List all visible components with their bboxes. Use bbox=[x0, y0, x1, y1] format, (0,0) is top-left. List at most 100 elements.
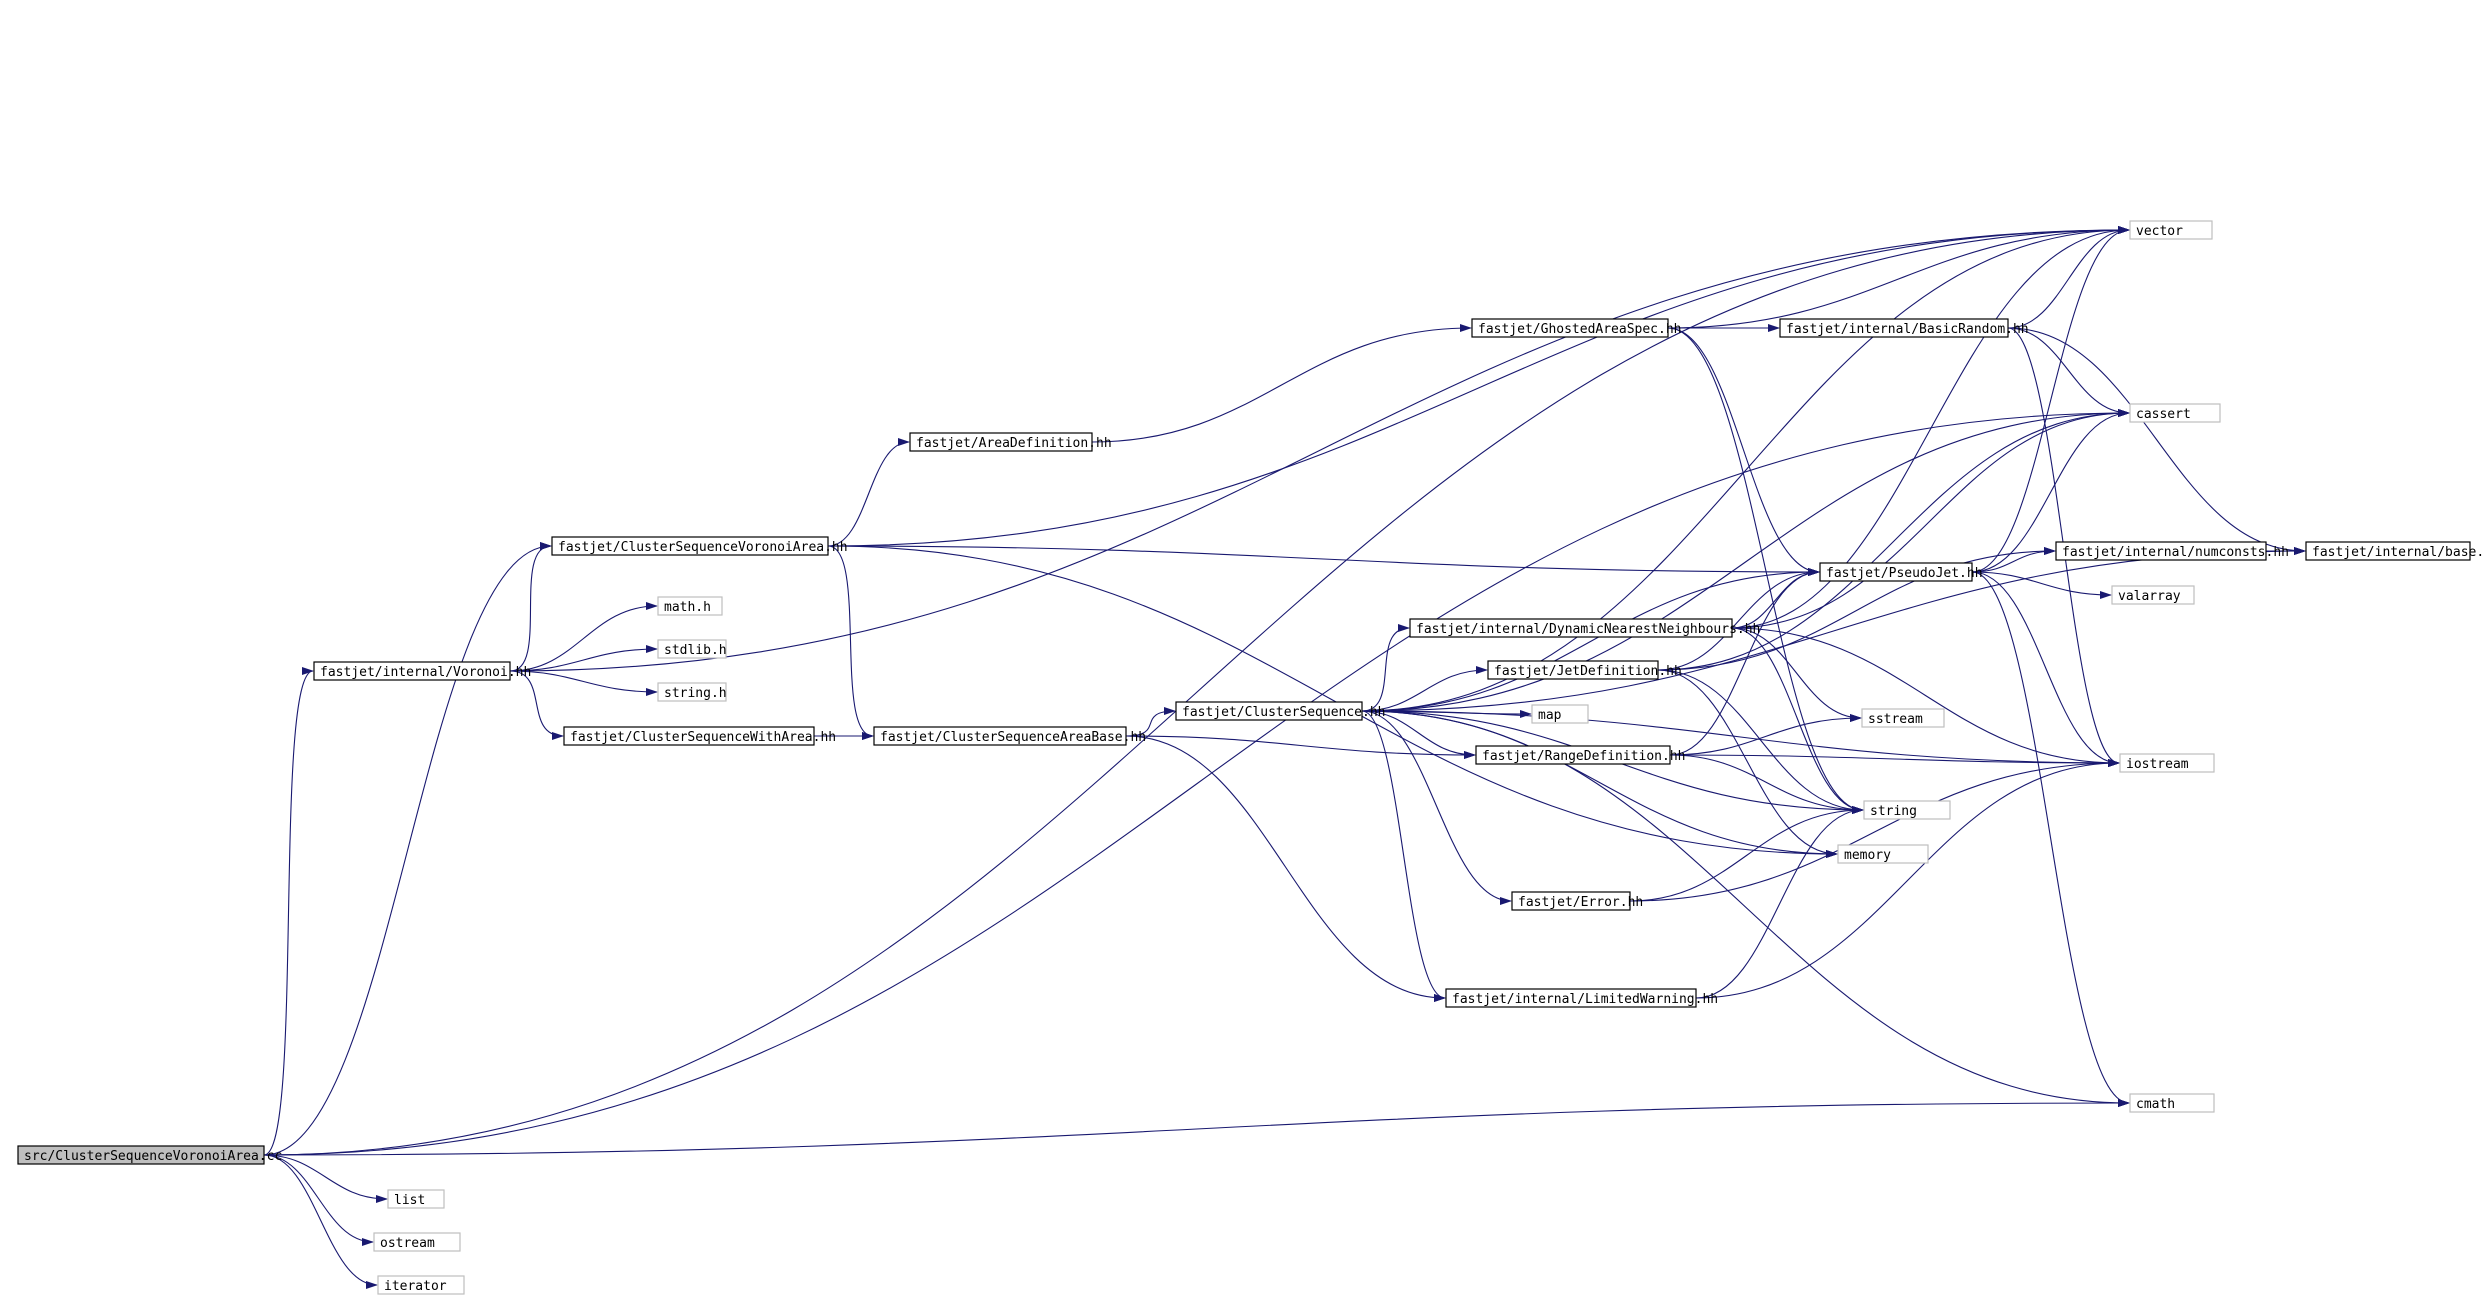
node-basicrandom[interactable]: fastjet/internal/BasicRandom.hh bbox=[1779, 318, 2029, 338]
node-root[interactable]: src/ClusterSequenceVoronoiArea.cc bbox=[17, 1145, 282, 1165]
nodes-layer: src/ClusterSequenceVoronoiArea.cc fastjet… bbox=[17, 220, 2484, 1295]
node-label-jetdef: fastjet/JetDefinition.hh bbox=[1494, 664, 1682, 679]
node-ghosted[interactable]: fastjet/GhostedAreaSpec.hh bbox=[1471, 318, 1682, 338]
edge-voronoi-to-stdlibh bbox=[509, 645, 658, 672]
node-box-sstream bbox=[1861, 708, 1945, 728]
node-error[interactable]: fastjet/Error.hh bbox=[1511, 891, 1643, 911]
node-valarray: valarray bbox=[2111, 585, 2195, 605]
node-box-basicrandom bbox=[1779, 318, 2009, 338]
node-label-list: list bbox=[394, 1193, 425, 1208]
node-cswa[interactable]: fastjet/ClusterSequenceWithArea.hh bbox=[563, 726, 836, 746]
node-label-cmath: cmath bbox=[2136, 1097, 2175, 1112]
node-label-cassert: cassert bbox=[2136, 407, 2191, 422]
edge-cs-to-jetdef bbox=[1361, 666, 1488, 712]
node-box-stringh bbox=[657, 682, 727, 702]
node-box-rangedef bbox=[1475, 745, 1671, 765]
edge-pseudojet-to-iostream bbox=[1971, 571, 2120, 767]
node-rangedef[interactable]: fastjet/RangeDefinition.hh bbox=[1475, 745, 1686, 765]
node-csab[interactable]: fastjet/ClusterSequenceAreaBase.hh bbox=[873, 726, 1146, 746]
edge-jetdef-to-string bbox=[1657, 669, 1864, 814]
edge-root-to-list bbox=[263, 1154, 388, 1203]
edge-areadef-to-ghosted bbox=[1091, 324, 1472, 443]
edge-csva-to-pseudojet bbox=[827, 545, 1820, 576]
edge-pseudojet-to-vector bbox=[1971, 226, 2130, 573]
edge-rangedef-to-iostream bbox=[1669, 754, 2120, 767]
node-label-csva: fastjet/ClusterSequenceVoronoiArea.hh bbox=[558, 540, 848, 555]
node-label-rangedef: fastjet/RangeDefinition.hh bbox=[1482, 749, 1686, 764]
node-label-cs: fastjet/ClusterSequence.hh bbox=[1182, 705, 1386, 720]
node-dnn[interactable]: fastjet/internal/DynamicNearestNeighbour… bbox=[1409, 618, 1760, 638]
node-label-basicrandom: fastjet/internal/BasicRandom.hh bbox=[1786, 322, 2029, 337]
node-jetdef[interactable]: fastjet/JetDefinition.hh bbox=[1487, 660, 1682, 680]
edge-dnn-to-vector bbox=[1731, 226, 2130, 629]
node-csva[interactable]: fastjet/ClusterSequenceVoronoiArea.hh bbox=[551, 536, 848, 556]
node-box-base bbox=[2305, 541, 2471, 561]
node-label-sstream: sstream bbox=[1868, 712, 1923, 727]
node-label-pseudojet: fastjet/PseudoJet.hh bbox=[1826, 566, 1983, 581]
node-voronoi[interactable]: fastjet/internal/Voronoi.hh bbox=[313, 661, 531, 681]
edge-error-to-iostream bbox=[1629, 759, 2120, 902]
edge-csab-to-rangedef bbox=[1125, 735, 1476, 759]
node-box-iterator bbox=[377, 1275, 465, 1295]
node-cassert: cassert bbox=[2129, 403, 2221, 423]
node-label-vector: vector bbox=[2136, 224, 2183, 239]
edge-rangedef-to-pseudojet bbox=[1669, 568, 1820, 756]
node-label-dnn: fastjet/internal/DynamicNearestNeighbour… bbox=[1416, 622, 1760, 637]
edge-root-to-voronoi bbox=[263, 667, 314, 1156]
edge-pseudojet-to-cmath bbox=[1971, 571, 2130, 1107]
node-label-voronoi: fastjet/internal/Voronoi.hh bbox=[320, 665, 531, 680]
edge-csva-to-areadef bbox=[827, 438, 910, 547]
node-box-cmath bbox=[2129, 1093, 2215, 1113]
edge-jetdef-to-numconsts bbox=[1657, 547, 2056, 671]
node-label-stdlibh: stdlib.h bbox=[664, 643, 727, 658]
node-numconsts[interactable]: fastjet/internal/numconsts.hh bbox=[2055, 541, 2289, 561]
node-label-mathh: math.h bbox=[664, 600, 711, 615]
edge-root-to-vector bbox=[263, 226, 2130, 1156]
node-stdlibh: stdlib.h bbox=[657, 639, 727, 659]
node-box-numconsts bbox=[2055, 541, 2267, 561]
edge-limitedwarning-to-string bbox=[1695, 806, 1864, 999]
edge-csva-to-csab bbox=[827, 545, 874, 740]
node-iostream: iostream bbox=[2119, 753, 2215, 773]
edge-root-to-csva bbox=[263, 542, 552, 1156]
node-cs[interactable]: fastjet/ClusterSequence.hh bbox=[1175, 701, 1386, 721]
node-string: string bbox=[1863, 800, 1951, 820]
node-pseudojet[interactable]: fastjet/PseudoJet.hh bbox=[1819, 562, 1983, 582]
edge-cs-to-limitedwarning bbox=[1361, 710, 1446, 1002]
node-iterator: iterator bbox=[377, 1275, 465, 1295]
node-box-error bbox=[1511, 891, 1631, 911]
node-label-limitedwarning: fastjet/internal/LimitedWarning.hh bbox=[1452, 992, 1718, 1007]
node-box-valarray bbox=[2111, 585, 2195, 605]
edge-jetdef-to-pseudojet bbox=[1657, 568, 1820, 671]
node-box-voronoi bbox=[313, 661, 511, 681]
edge-dnn-to-string bbox=[1731, 627, 1864, 814]
node-box-cswa bbox=[563, 726, 815, 746]
edge-cs-to-rangedef bbox=[1361, 710, 1476, 759]
node-box-csva bbox=[551, 536, 829, 556]
node-box-root bbox=[17, 1145, 265, 1165]
node-list: list bbox=[387, 1189, 445, 1209]
edge-voronoi-to-mathh bbox=[509, 602, 658, 672]
node-stringh: string.h bbox=[657, 682, 727, 702]
edge-pseudojet-to-numconsts bbox=[1971, 547, 2056, 573]
node-box-ostream bbox=[373, 1232, 461, 1252]
node-box-memory bbox=[1837, 844, 1929, 864]
node-label-valarray: valarray bbox=[2118, 589, 2181, 604]
edge-dnn-to-sstream bbox=[1731, 627, 1862, 722]
edge-dnn-to-cassert bbox=[1731, 409, 2130, 629]
node-areadef[interactable]: fastjet/AreaDefinition.hh bbox=[909, 432, 1112, 452]
node-base[interactable]: fastjet/internal/base.hh bbox=[2305, 541, 2484, 561]
node-mathh: math.h bbox=[657, 596, 723, 616]
node-label-numconsts: fastjet/internal/numconsts.hh bbox=[2062, 545, 2289, 560]
node-label-ghosted: fastjet/GhostedAreaSpec.hh bbox=[1478, 322, 1682, 337]
node-label-error: fastjet/Error.hh bbox=[1518, 895, 1643, 910]
node-memory: memory bbox=[1837, 844, 1929, 864]
node-box-mathh bbox=[657, 596, 723, 616]
edge-basicrandom-to-cassert bbox=[2007, 327, 2130, 417]
node-limitedwarning[interactable]: fastjet/internal/LimitedWarning.hh bbox=[1445, 988, 1718, 1008]
node-label-stringh: string.h bbox=[664, 686, 727, 701]
node-label-root: src/ClusterSequenceVoronoiArea.cc bbox=[24, 1149, 282, 1164]
edge-limitedwarning-to-iostream bbox=[1695, 759, 2120, 999]
node-box-areadef bbox=[909, 432, 1093, 452]
